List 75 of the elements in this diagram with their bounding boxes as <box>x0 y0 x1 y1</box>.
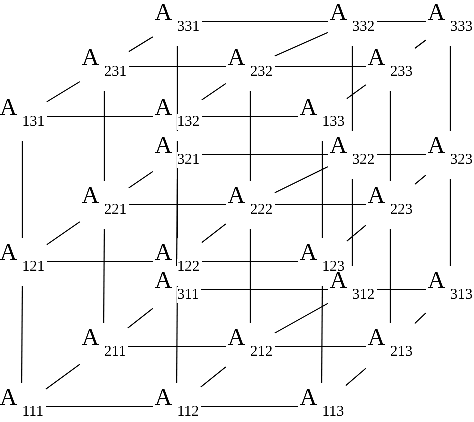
matrix-element-label: A$_{211}$ <box>82 325 126 369</box>
connector-line <box>46 364 80 390</box>
matrix-element-label: A$_{221}$ <box>82 183 127 227</box>
connector-line <box>274 32 328 57</box>
connector-line <box>275 66 366 68</box>
matrix-element-label: A$_{232}$ <box>228 45 273 89</box>
connector-line <box>128 346 226 348</box>
connector-line <box>47 261 153 263</box>
matrix-element-label: A$_{111}$ <box>0 385 44 422</box>
connector-line <box>377 289 426 291</box>
connector-line <box>176 46 178 131</box>
connector-line <box>414 312 426 324</box>
matrix-element-label: A$_{121}$ <box>0 240 45 284</box>
connector-line <box>200 366 226 388</box>
connector-line <box>47 116 153 118</box>
connector-line <box>275 346 366 348</box>
connector-line <box>128 308 154 329</box>
connector-line <box>352 179 354 266</box>
matrix-element-label: A$_{322}$ <box>330 133 375 177</box>
connector-line <box>129 204 226 206</box>
connector-line <box>128 36 154 52</box>
connector-line <box>390 91 392 181</box>
connector-line <box>346 368 366 386</box>
connector-line <box>202 83 226 101</box>
matrix-element-label: A$_{213}$ <box>368 325 413 369</box>
connector-line <box>202 154 328 156</box>
connector-line <box>22 141 24 238</box>
connector-line <box>346 225 366 242</box>
connector-line <box>201 406 298 408</box>
connector-line <box>176 141 178 238</box>
matrix-element-label: A$_{233}$ <box>368 45 413 89</box>
connector-line <box>202 116 298 118</box>
connector-line <box>377 154 426 156</box>
matrix-element-label: A$_{323}$ <box>428 133 473 177</box>
connector-line <box>21 286 24 383</box>
connector-line <box>103 229 106 323</box>
connector-line <box>275 204 366 206</box>
connector-line <box>352 46 354 131</box>
connector-line <box>450 46 452 131</box>
matrix-element-label: A$_{333}$ <box>428 0 473 44</box>
connector-line <box>450 179 452 266</box>
connector-line <box>414 175 426 185</box>
connector-line <box>250 91 252 181</box>
matrix-element-label: A$_{331}$ <box>155 0 200 44</box>
connector-line <box>202 224 226 244</box>
connector-line <box>46 81 80 103</box>
connector-line <box>322 141 324 238</box>
connector-line <box>346 84 366 100</box>
connector-line <box>46 406 153 408</box>
matrix-element-label: A$_{321}$ <box>155 133 200 177</box>
connector-line <box>128 171 154 189</box>
matrix-element-label: A$_{212}$ <box>228 325 273 369</box>
matrix-element-label: A$_{313}$ <box>428 268 473 312</box>
connector-line <box>201 289 328 291</box>
connector-line <box>176 179 178 266</box>
matrix-element-label: A$_{231}$ <box>82 45 127 89</box>
connector-line <box>129 66 226 68</box>
matrix-element-label: A$_{113}$ <box>300 385 344 422</box>
connector-line <box>414 40 426 50</box>
matrix-element-label: A$_{223}$ <box>368 183 413 227</box>
connector-line <box>274 166 328 194</box>
connector-line <box>46 222 80 246</box>
connector-line <box>274 303 328 334</box>
matrix-element-label: A$_{112}$ <box>155 385 200 422</box>
connector-line <box>104 91 106 181</box>
connector-line <box>176 286 178 383</box>
connector-line <box>321 286 324 383</box>
matrix-element-label: A$_{131}$ <box>0 95 45 139</box>
connector-line <box>377 21 426 23</box>
connector-line <box>250 229 252 323</box>
connector-line <box>202 21 328 23</box>
connector-line <box>390 229 392 323</box>
connector-line <box>202 261 298 263</box>
matrix-element-label: A$_{332}$ <box>330 0 375 44</box>
matrix-element-label: A$_{222}$ <box>228 183 273 227</box>
